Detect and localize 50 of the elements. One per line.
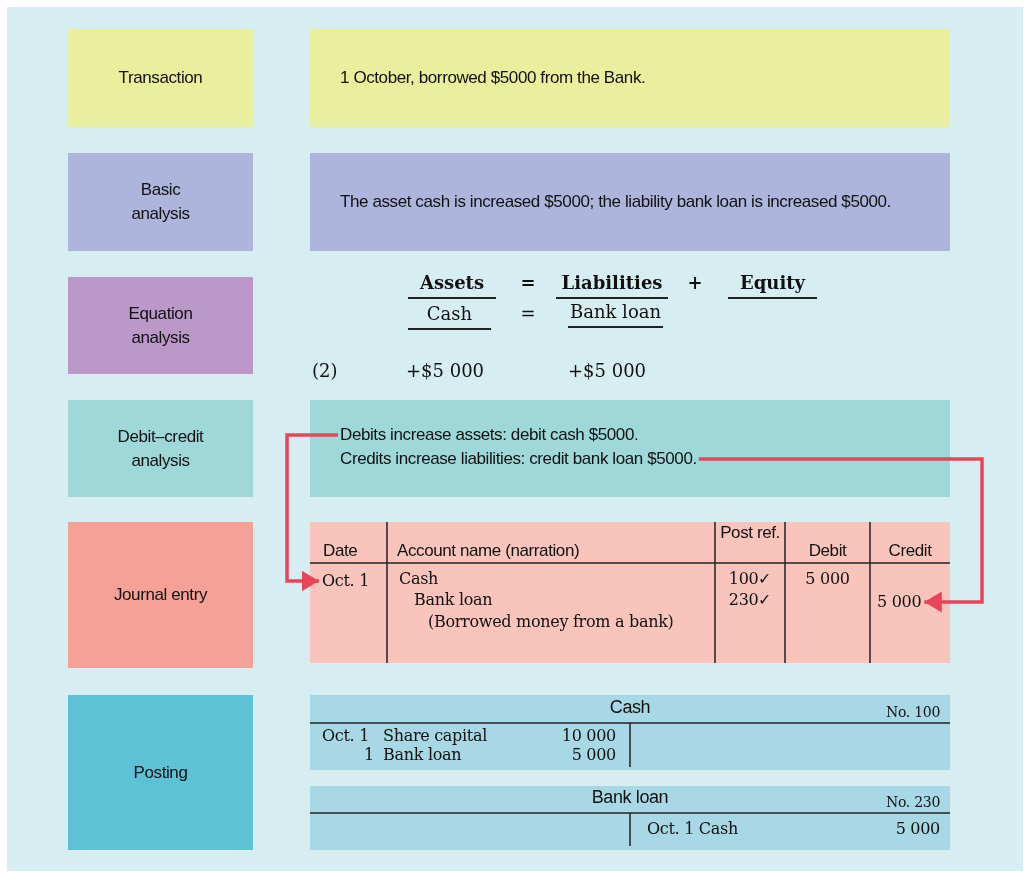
step-label-box: Posting xyxy=(68,695,253,850)
amount-text: +$5 000 xyxy=(406,359,486,383)
step-label-box: Debit–credit analysis xyxy=(68,400,253,497)
date-text: Oct. 1 xyxy=(322,570,370,592)
account-text: Bank loan xyxy=(383,745,463,765)
description-box xyxy=(310,400,950,497)
equals-sign: = xyxy=(519,271,537,295)
step-label-box: Equation analysis xyxy=(68,277,253,374)
reference-text: 230✓ xyxy=(727,590,773,610)
amount-text: 5 000 xyxy=(570,745,616,765)
account-name: Cash xyxy=(408,301,491,330)
equation-heading: Liabilities xyxy=(556,270,668,299)
description-box: The asset cash is increased $5000; the liability bank loan is increased $5000. xyxy=(310,153,950,251)
arrow xyxy=(285,433,338,592)
step-label-box: Journal entry xyxy=(68,522,253,668)
account-number: No. 230 xyxy=(885,793,940,812)
arrow xyxy=(698,457,984,613)
step-label-box: Transaction xyxy=(68,29,253,127)
account-title: Cash xyxy=(608,697,652,717)
column-header: Debit xyxy=(807,541,848,561)
step-label-box: Basic analysis xyxy=(68,153,253,251)
description-box: 1 October, borrowed $5000 from the Bank. xyxy=(310,29,950,127)
entry-text: Oct. 1 Cash xyxy=(647,819,739,839)
amount-text: 5 000 xyxy=(877,591,922,613)
equals-sign: = xyxy=(519,302,537,326)
narration-text: (Borrowed money from a bank) xyxy=(428,612,675,632)
analysis-text: Debits increase assets: debit cash $5000. xyxy=(340,424,639,446)
date-text: 1 xyxy=(363,745,374,765)
account-text: Share capital xyxy=(383,726,489,746)
column-header: Date xyxy=(323,541,359,561)
column-header: Post ref. xyxy=(719,524,781,541)
equation-heading: Equity xyxy=(728,270,817,299)
reference-text: 100✓ xyxy=(727,569,773,589)
analysis-text: Credits increase liabilities: credit bank loan $5000. xyxy=(340,448,697,470)
date-text: Oct. 1 xyxy=(322,726,371,746)
journal-table xyxy=(310,522,950,663)
transaction-number: (2) xyxy=(312,359,339,383)
amount-text: 5 000 xyxy=(894,819,940,839)
plus-sign: + xyxy=(686,271,704,295)
amount-text: 5 000 xyxy=(804,569,851,589)
column-header: Credit xyxy=(887,541,933,561)
account-text: Bank loan xyxy=(414,590,494,610)
account-number: No. 100 xyxy=(885,703,940,722)
account-title: Bank loan xyxy=(590,787,670,807)
equation-heading: Assets xyxy=(408,270,496,299)
account-text: Cash xyxy=(399,569,440,589)
column-header: Account name (narration) xyxy=(397,541,581,561)
amount-text: +$5 000 xyxy=(568,359,648,383)
account-name: Bank loan xyxy=(568,299,663,328)
amount-text: 10 000 xyxy=(560,726,616,746)
